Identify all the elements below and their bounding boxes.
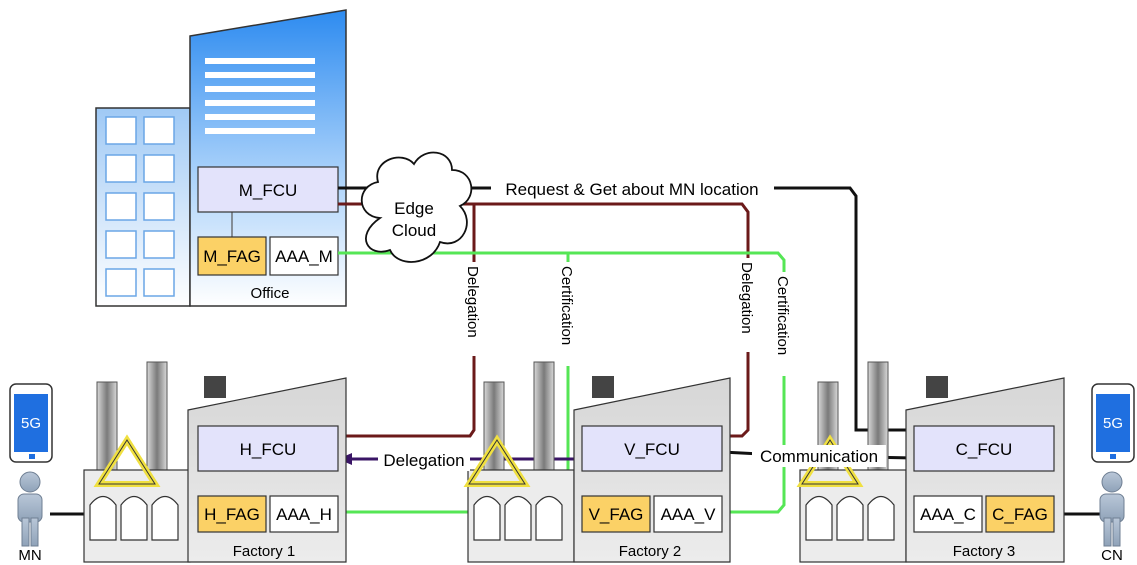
- factory-1-label: Factory 1: [233, 543, 296, 560]
- edge-cloud-label-1: Edge: [394, 199, 434, 218]
- v-fcu-box: [581, 425, 723, 472]
- c-fcu-box: [913, 425, 1055, 472]
- left-phone-label: 5G: [21, 415, 41, 432]
- edge-cloud-label-2: Cloud: [392, 221, 436, 240]
- m-fag-box: [197, 236, 267, 276]
- aaa-v-box: [653, 495, 723, 533]
- m-fcu-label: M_FCU: [239, 181, 298, 200]
- v-fag-label: V_FAG: [589, 505, 644, 524]
- horizontal-delegation-label: Delegation: [383, 451, 464, 470]
- certification-left-label: Certification: [558, 266, 575, 345]
- delegation-right-label: Delegation: [738, 262, 755, 334]
- cn-person-icon: [1099, 471, 1125, 547]
- h-fcu-label: H_FCU: [240, 440, 297, 459]
- factory-3-label: Factory 3: [953, 543, 1016, 560]
- cn-label: CN: [1101, 547, 1123, 564]
- v-fag-box: [581, 495, 651, 533]
- office-stripes: [205, 58, 315, 134]
- c-fcu-label: C_FCU: [956, 440, 1013, 459]
- right-phone-label: 5G: [1103, 415, 1123, 432]
- h-fcu-box: [197, 425, 339, 472]
- right-phone-icon: 5G: [1091, 383, 1135, 463]
- m-fcu-box: [197, 166, 339, 213]
- office-building: M_FCU M_FAG AAA_M Office: [95, 9, 347, 307]
- office-windows: [105, 116, 175, 297]
- office-label: Office: [251, 285, 290, 302]
- factory-2: V_FCU V_FAG AAA_V Factory 2: [463, 361, 731, 563]
- mn-person-icon: [17, 471, 43, 547]
- aaa-v-label: AAA_V: [661, 505, 716, 524]
- office-tower: [189, 9, 347, 307]
- m-fag-label: M_FAG: [203, 247, 261, 266]
- certification-right-label: Certification: [774, 276, 791, 355]
- mn-label: MN: [18, 547, 41, 564]
- factory-2-label: Factory 2: [619, 543, 682, 560]
- left-phone-icon: 5G: [9, 383, 53, 463]
- h-fag-box: [197, 495, 267, 533]
- aaa-h-box: [269, 495, 339, 533]
- aaa-m-box: [269, 236, 339, 276]
- request-label: Request & Get about MN location: [505, 180, 758, 199]
- vertical-labels: Delegation Certification Delegation Cert…: [464, 258, 794, 376]
- factory-1: H_FCU H_FAG AAA_H Factory 1: [83, 361, 347, 563]
- aaa-c-box: [913, 495, 983, 533]
- aaa-m-label: AAA_M: [275, 247, 333, 266]
- delegation-left-label: Delegation: [464, 266, 481, 338]
- aaa-c-label: AAA_C: [920, 505, 976, 524]
- v-fcu-label: V_FCU: [624, 440, 680, 459]
- certification-link-right: [568, 251, 786, 514]
- factory-3: C_FCU AAA_C C_FAG Factory 3: [796, 361, 1065, 563]
- edge-cloud: Edge Cloud: [360, 151, 473, 263]
- c-fag-box: [985, 495, 1055, 533]
- h-fag-label: H_FAG: [204, 505, 260, 524]
- communication-label: Communication: [760, 447, 878, 466]
- aaa-h-label: AAA_H: [276, 505, 332, 524]
- c-fag-label: C_FAG: [992, 505, 1048, 524]
